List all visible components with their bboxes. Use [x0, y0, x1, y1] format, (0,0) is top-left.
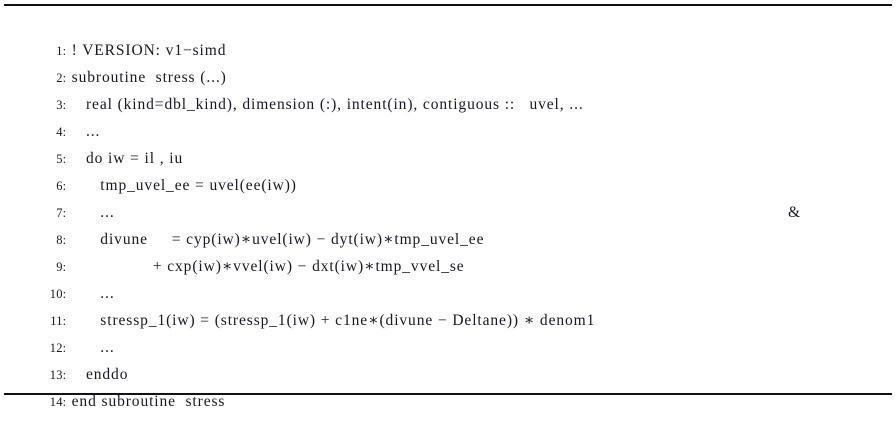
line-source-text: subroutine stress (...): [71, 69, 227, 86]
line-number-colon: :: [62, 125, 67, 139]
line-number-colon: :: [62, 314, 67, 328]
line-number: 12: [49, 341, 63, 355]
line-number-colon: :: [62, 152, 67, 166]
line-number: 7: [56, 206, 63, 220]
line-number: 5: [56, 152, 63, 166]
code-line: 12: ...: [0, 307, 896, 356]
line-number: 3: [56, 98, 63, 112]
line-number: 11: [50, 314, 63, 328]
line-source-text: + cxp(iw)∗vvel(iw) − dxt(iw)∗tmp_vvel_se: [71, 258, 465, 275]
code-line: 4: ...: [0, 91, 896, 140]
code-line: 5: do iw = il , iu: [0, 118, 896, 167]
line-number: 4: [56, 125, 63, 139]
line-number: 1: [56, 44, 63, 58]
line-source-text: ...: [71, 285, 115, 302]
figure-bottom-rule: [4, 393, 892, 395]
line-number: 6: [56, 179, 63, 193]
code-listing-body: 1: ! VERSION: v1−simd 2: subroutine stress…: [0, 10, 896, 410]
line-source-text: ...: [71, 339, 115, 356]
code-line: 3: real (kind=dbl_kind), dimension (:), …: [0, 64, 896, 113]
line-number: 10: [49, 287, 63, 301]
line-number-colon: :: [62, 260, 67, 274]
line-source-text: divune = cyp(iw)∗uvel(iw) − dyt(iw)∗tmp_…: [71, 231, 485, 248]
line-number: 9: [56, 260, 63, 274]
code-line: 14:end subroutine stress: [0, 361, 896, 410]
code-line: 10: ...: [0, 253, 896, 302]
line-source-text: ! VERSION: v1−simd: [71, 42, 227, 59]
line-number-colon: :: [62, 179, 67, 193]
line-source-text: ...: [71, 204, 115, 221]
code-line: 8: divune = cyp(iw)∗uvel(iw) − dyt(iw)∗t…: [0, 199, 896, 248]
line-number-colon: :: [62, 44, 67, 58]
line-number-colon: :: [62, 341, 67, 355]
code-listing-figure: 1: ! VERSION: v1−simd 2: subroutine stress…: [0, 4, 896, 410]
code-line: 13: enddo: [0, 334, 896, 383]
line-number: 2: [56, 71, 63, 85]
line-number: 13: [49, 368, 63, 382]
line-number-colon: :: [62, 206, 67, 220]
line-source-text: ...: [71, 123, 101, 140]
code-line: 9: + cxp(iw)∗vvel(iw) − dxt(iw)∗tmp_vvel…: [0, 226, 896, 275]
line-number-colon: :: [62, 233, 67, 247]
figure-top-rule: [4, 4, 892, 6]
code-line: 1: ! VERSION: v1−simd: [0, 10, 896, 59]
code-line: 7: ...: [0, 172, 896, 221]
line-source-text: stressp_1(iw) = (stressp_1(iw) + c1ne∗(d…: [71, 312, 596, 329]
code-line: 6: tmp_uvel_ee = uvel(ee(iw)): [0, 145, 896, 194]
line-source-text: enddo: [71, 366, 129, 383]
line-source-text: tmp_uvel_ee = uvel(ee(iw)): [71, 177, 297, 194]
line-number-colon: :: [62, 287, 67, 301]
line-number-colon: :: [62, 368, 67, 382]
line-source-text: do iw = il , iu: [71, 150, 184, 167]
code-line: 2: subroutine stress (...): [0, 37, 896, 86]
line-number-colon: :: [62, 98, 67, 112]
line-continuation-ampersand: &: [788, 204, 801, 221]
line-number: 8: [56, 233, 63, 247]
code-line: 11: stressp_1(iw) = (stressp_1(iw) + c1n…: [0, 280, 896, 329]
line-source-text: real (kind=dbl_kind), dimension (:), int…: [71, 96, 584, 113]
line-number-colon: :: [62, 71, 67, 85]
